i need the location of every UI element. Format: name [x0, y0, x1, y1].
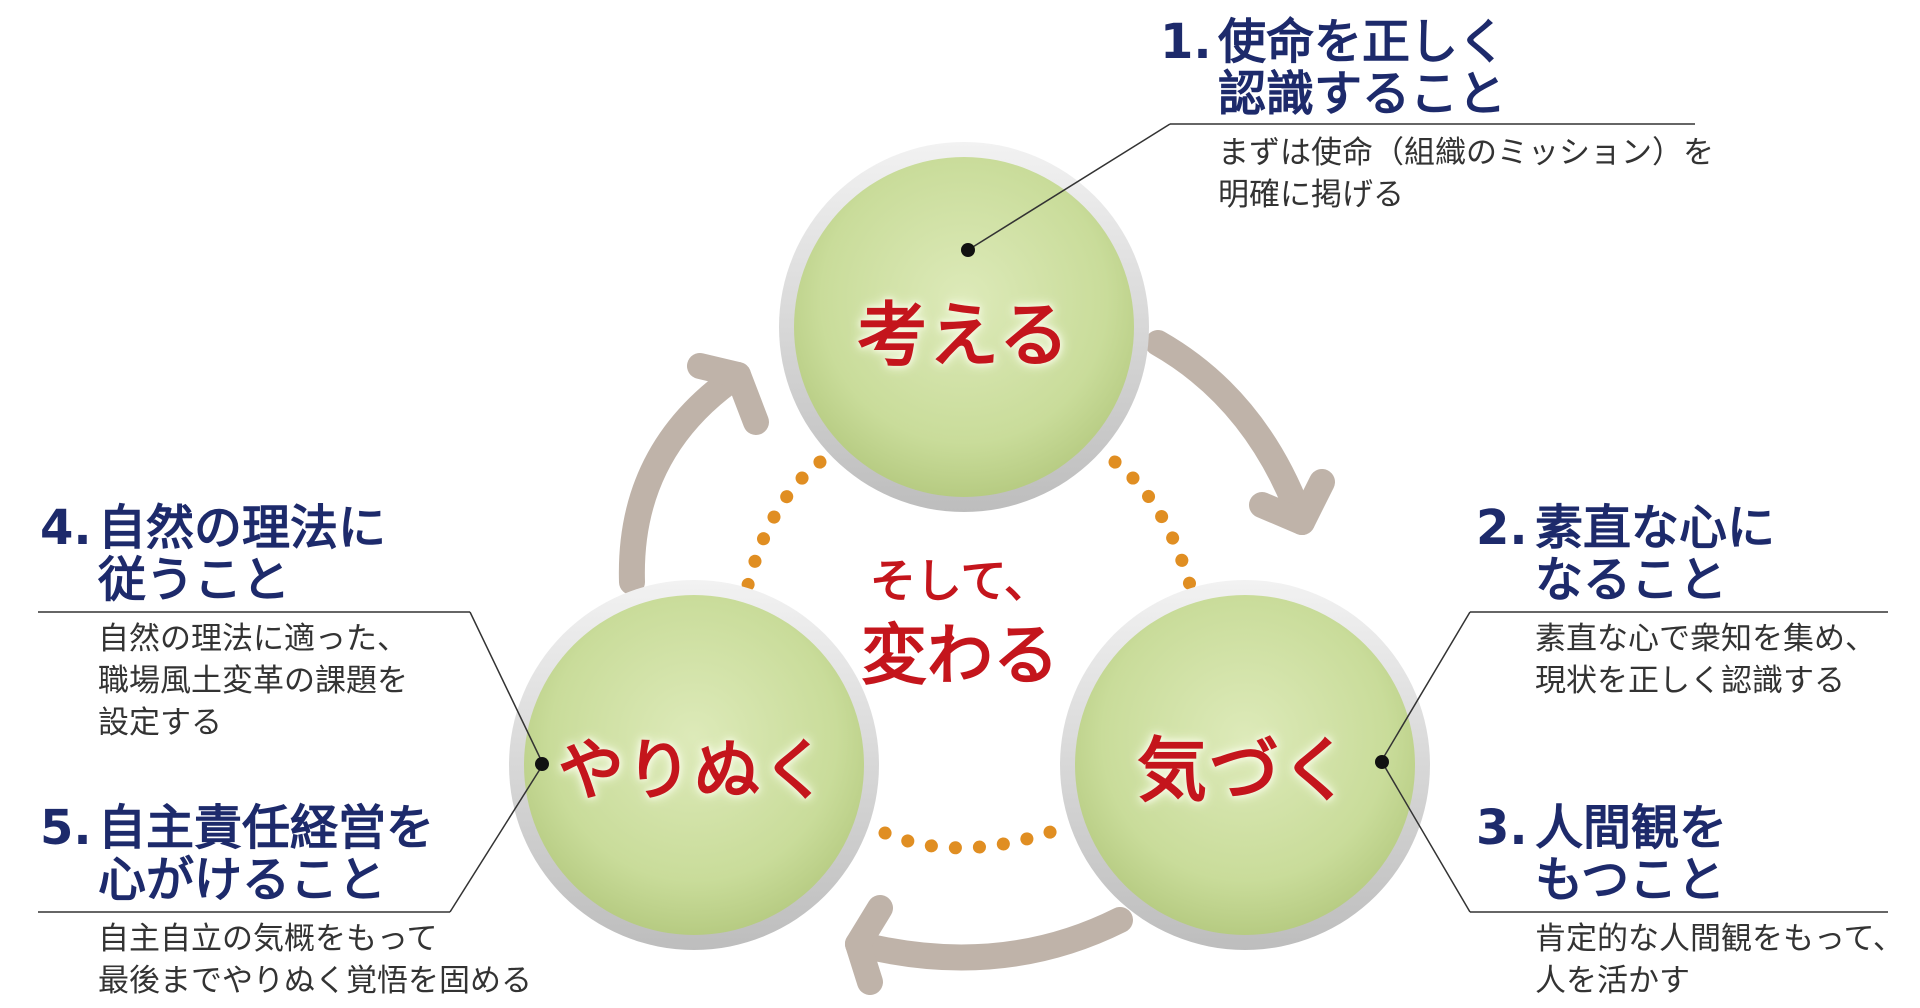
arrow-notice-to-persist-head — [845, 895, 893, 995]
leader-dot-1 — [961, 243, 975, 257]
point-4-title-line-1: 自然の理法に — [98, 500, 387, 556]
point-1-number: 1. — [1160, 14, 1212, 70]
circle-notice — [1060, 580, 1430, 950]
center-text-big: 変わる — [861, 617, 1059, 694]
point-5-number: 5. — [40, 800, 92, 856]
leader-dot-2-3 — [1375, 755, 1389, 769]
leader-lines — [38, 123, 1888, 913]
point-3-title-line-2: もつこと — [1535, 852, 1726, 908]
point-2-desc-line-1: 素直な心で衆知を集め、 — [1535, 621, 1876, 657]
point-2-title-line-1: 素直な心に — [1535, 500, 1776, 556]
arrow-notice-to-persist — [845, 907, 1133, 971]
leader-dots — [535, 243, 1389, 771]
point-5-description: 自主自立の気概をもって 最後までやりぬく覚悟を固める — [98, 918, 532, 1002]
point-1-title-line-2: 認識すること — [1218, 66, 1507, 122]
point-5-desc-line-2: 最後までやりぬく覚悟を固める — [98, 963, 532, 999]
point-3-number: 3. — [1476, 800, 1528, 856]
dotted-connections — [741, 455, 1197, 855]
leader-point-4 — [469, 611, 543, 763]
dotted-arc-left — [741, 455, 827, 592]
point-3-desc-line-2: 人を活かす — [1535, 963, 1690, 999]
point-2-description: 素直な心で衆知を集め、 現状を正しく認識する — [1535, 618, 1876, 702]
arrow-persist-to-think — [618, 362, 751, 595]
point-4-title-line-2: 従うこと — [98, 552, 291, 608]
point-4-desc-line-2: 職場風土変革の課題を — [98, 663, 408, 699]
point-1-description: まずは使命（組織のミッション）を 明確に掲げる — [1218, 132, 1714, 216]
point-5-title-line-1: 自主責任経営を — [98, 800, 435, 856]
point-3-description: 肯定的な人間観をもって、 人を活かす — [1535, 918, 1904, 1002]
arrow-think-to-notice-head — [1249, 469, 1335, 535]
point-3-title-line-1: 人間観を — [1535, 800, 1728, 856]
dotted-arc-bottom — [878, 821, 1069, 855]
point-4-number: 4. — [40, 500, 92, 556]
leader-point-1 — [967, 123, 1171, 251]
circle-label-think: 考える — [857, 294, 1071, 377]
point-5-desc-line-1: 自主自立の気概をもって — [98, 921, 438, 957]
leader-point-2 — [1381, 611, 1471, 761]
point-4-desc-line-1: 自然の理法に適った、 — [98, 621, 408, 657]
point-5-title-line-2: 心がけること — [98, 852, 387, 908]
arrow-think-to-notice — [1145, 330, 1315, 535]
circle-label-notice: 気づく — [1137, 729, 1353, 812]
leader-point-5 — [449, 765, 543, 913]
point-1-desc-line-2: 明確に掲げる — [1218, 177, 1404, 213]
point-4-description: 自然の理法に適った、 職場風土変革の課題を 設定する — [98, 618, 408, 744]
point-2-number: 2. — [1476, 500, 1528, 556]
circle-label-persist: やりぬく — [558, 732, 830, 809]
point-4-desc-line-3: 設定する — [98, 705, 222, 741]
leader-point-3 — [1381, 761, 1471, 913]
center-text-small: そして、 — [869, 554, 1051, 608]
cycle-arrows — [618, 330, 1335, 995]
point-1-title-line-1: 使命を正しく — [1218, 14, 1507, 70]
point-2-title-line-2: なること — [1535, 552, 1728, 608]
point-3-desc-line-1: 肯定的な人間観をもって、 — [1535, 921, 1904, 957]
point-2-desc-line-2: 現状を正しく認識する — [1535, 663, 1845, 699]
circle-persist — [509, 580, 879, 950]
circle-think — [779, 142, 1149, 512]
dotted-arc-right — [1108, 455, 1197, 592]
leader-dot-4-5 — [535, 757, 549, 771]
point-1-desc-line-1: まずは使命（組織のミッション）を — [1218, 135, 1714, 171]
arrow-persist-to-think-head — [687, 353, 769, 435]
